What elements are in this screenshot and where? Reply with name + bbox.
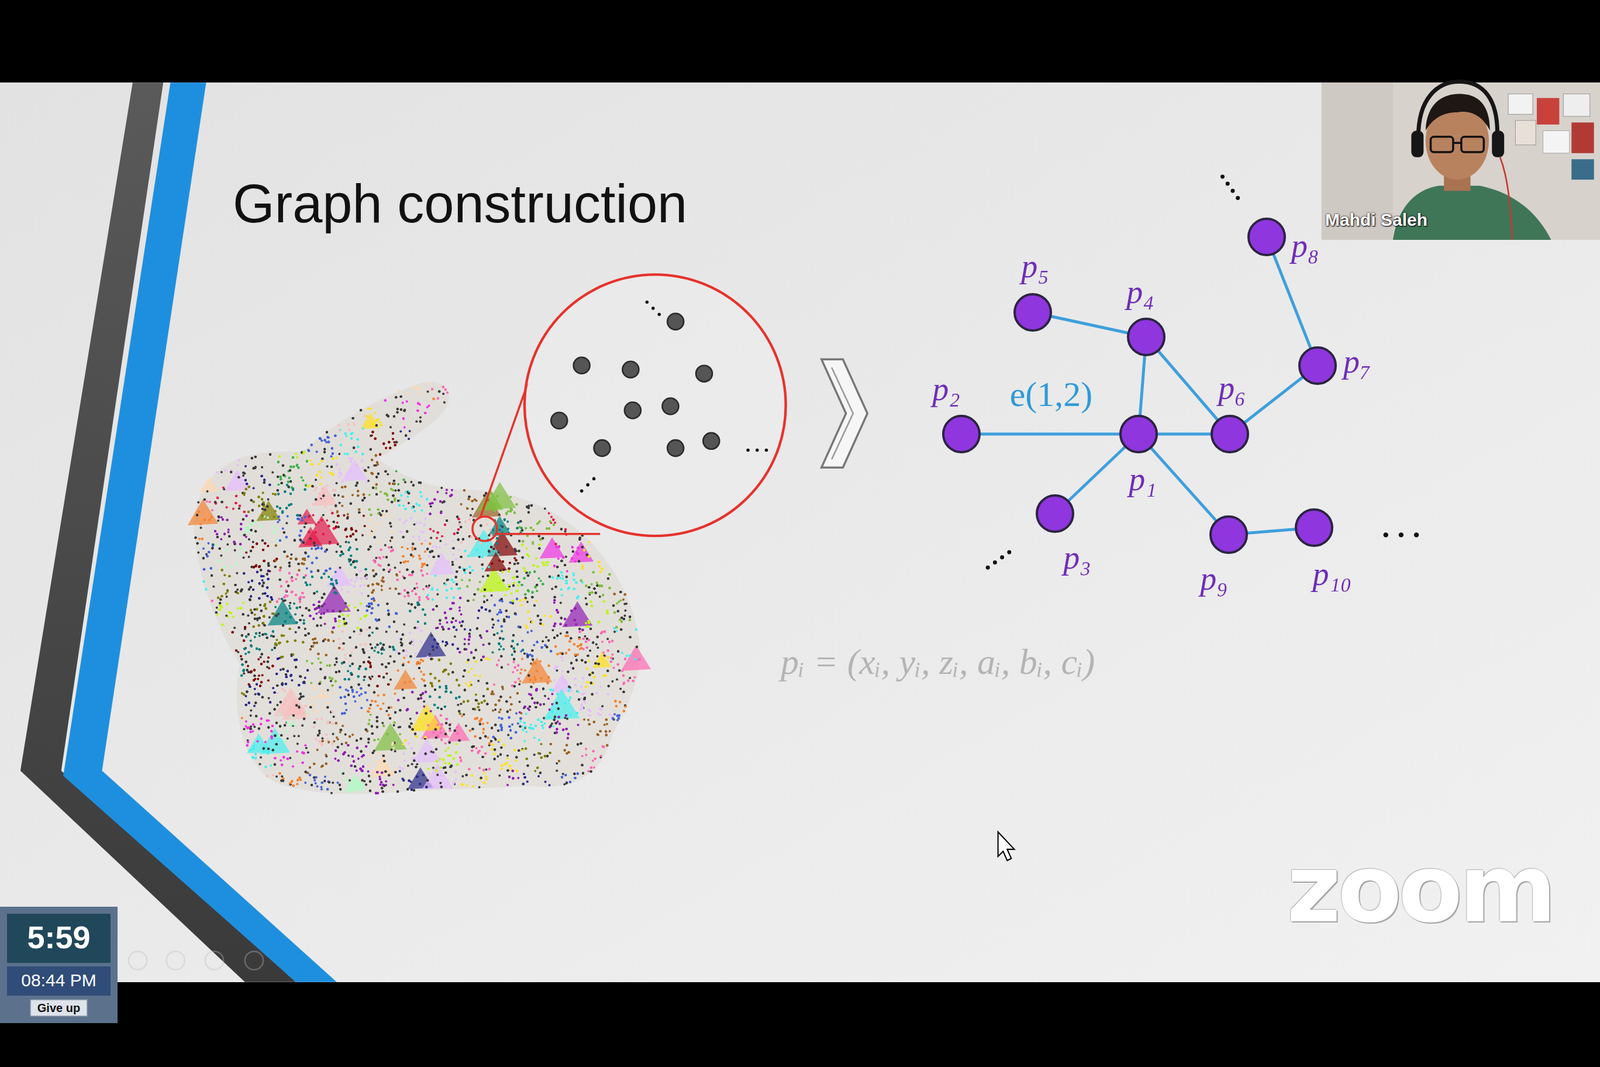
- screen: Graph constructionp₁p₂p₃p₄p₅p₆p₇p₈p₉p₁₀e…: [0, 0, 1600, 1067]
